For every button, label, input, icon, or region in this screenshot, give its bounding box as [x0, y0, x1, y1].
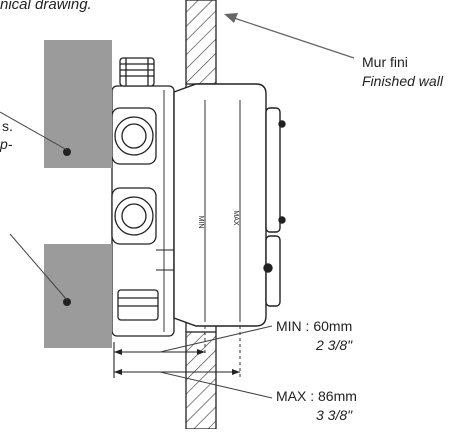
- leader-line-min: [159, 325, 273, 353]
- leader-line-max: [159, 371, 273, 399]
- wall-arrow: [224, 13, 355, 59]
- leader-line-top: [0, 111, 68, 151]
- gray-block-top: [44, 40, 112, 168]
- gray-block-bottom: [44, 244, 112, 348]
- wall-label-fr: Mur fini: [362, 54, 408, 70]
- max-label-imperial: 3 3/8": [316, 407, 353, 423]
- body-mark-max: MAX: [232, 210, 239, 226]
- fragment-line-2: p-: [0, 136, 13, 152]
- fragment-line-1: s.: [2, 118, 13, 134]
- wall-label-en: Finished wall: [362, 73, 443, 89]
- min-label-imperial: 2 3/8": [316, 337, 353, 353]
- min-label-metric: MIN : 60mm: [276, 318, 353, 334]
- depth-reference-lines: [204, 100, 241, 378]
- header-text: nical drawing.: [0, 0, 92, 13]
- dimension-max: [114, 369, 240, 375]
- valve-body: [111, 57, 175, 337]
- mixing-box: [173, 83, 286, 327]
- leader-line-bottom: [9, 233, 68, 301]
- body-mark-min: MIN: [197, 216, 204, 229]
- max-label-metric: MAX : 86mm: [276, 388, 357, 404]
